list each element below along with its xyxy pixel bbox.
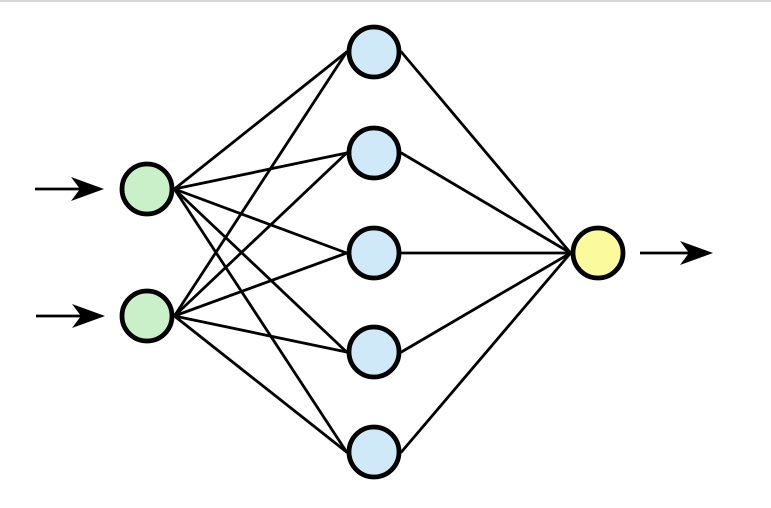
- edge-input1-hidden2: [172, 151, 349, 191]
- input-arrow-2: [36, 304, 105, 328]
- hidden-node-2: [346, 125, 402, 181]
- input-arrow-2-head-icon: [72, 304, 105, 328]
- edge-hidden4-output1: [399, 251, 572, 354]
- edge-input1-hidden1: [172, 50, 349, 191]
- output-node-1: [570, 225, 626, 281]
- input-arrow-1-head-icon: [71, 177, 104, 201]
- output-arrow-1-head-icon: [680, 241, 713, 265]
- input-arrow-1: [35, 177, 104, 201]
- edge-input2-hidden2: [172, 151, 349, 318]
- edge-input2-hidden4: [172, 314, 349, 354]
- input-node-2: [119, 288, 175, 344]
- edge-input2-hidden3: [172, 251, 349, 318]
- hidden-node-3: [346, 225, 402, 281]
- edge-input2-hidden5: [172, 314, 349, 454]
- output-arrow-1: [640, 241, 713, 265]
- edge-input1-hidden4: [172, 187, 349, 354]
- edge-input1-hidden5: [172, 187, 349, 454]
- hidden-node-5: [346, 424, 402, 480]
- edge-input2-hidden1: [172, 50, 349, 318]
- edge-hidden2-output1: [399, 151, 572, 255]
- edge-input1-hidden3: [172, 187, 349, 255]
- edge-hidden1-output1: [399, 50, 572, 255]
- edge-hidden5-output1: [399, 251, 572, 454]
- hidden-node-4: [346, 324, 402, 380]
- hidden-node-1: [346, 24, 402, 80]
- input-node-1: [119, 161, 175, 217]
